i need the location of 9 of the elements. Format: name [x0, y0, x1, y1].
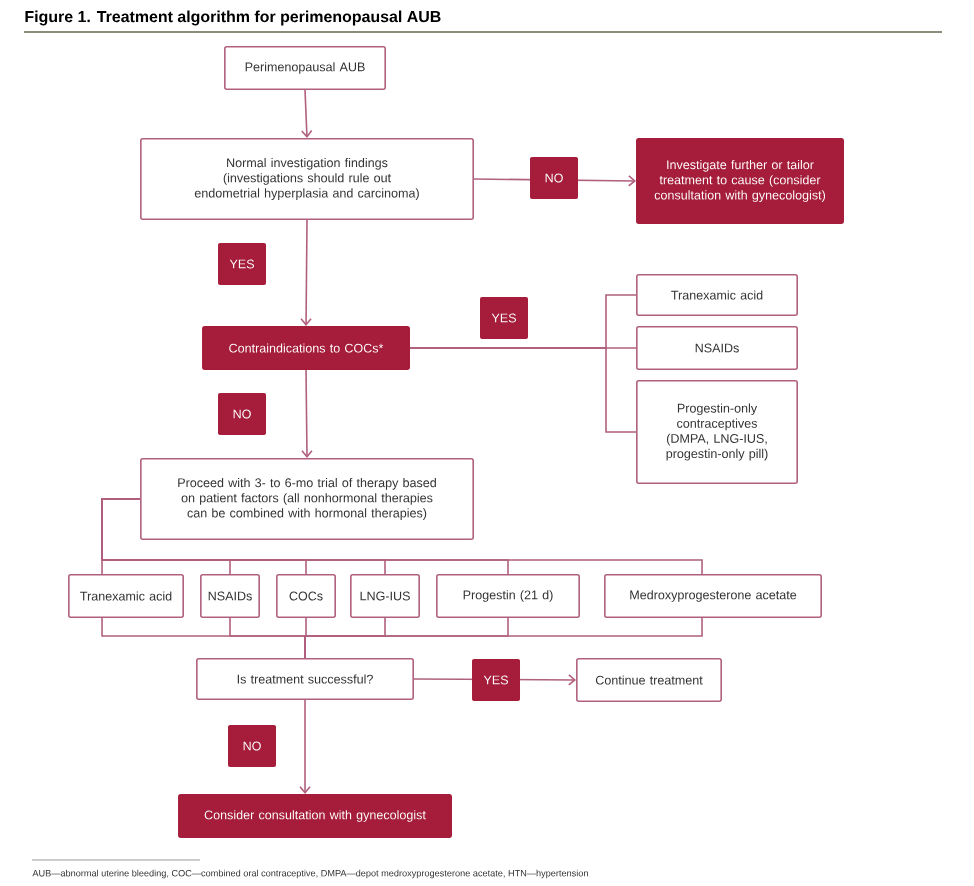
connector — [473, 175, 637, 187]
connector — [301, 369, 313, 458]
connector — [300, 219, 312, 326]
connector — [101, 498, 703, 575]
connector — [413, 674, 577, 686]
connector — [304, 617, 703, 659]
connector — [300, 89, 313, 138]
connector — [299, 699, 311, 794]
connector — [409, 347, 637, 433]
